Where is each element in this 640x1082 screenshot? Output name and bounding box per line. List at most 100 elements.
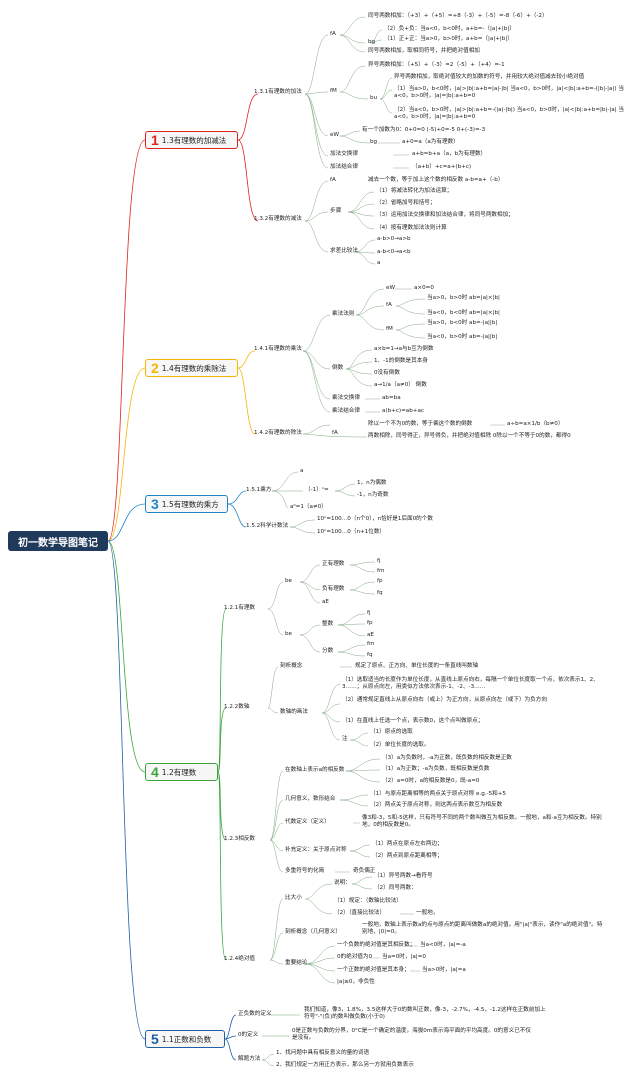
node-text[interactable]: 异号两数相加：（+5）+（-3）=2（-5）+（+4）=-1 [368,62,505,68]
node-1-5-2[interactable]: 1.5.2科学计数法 [246,523,289,529]
node-text[interactable]: 10ⁿ=100…0（n个0），n恰好是1后面0的个数 [317,516,433,522]
node-text[interactable]: fq [367,652,373,658]
node-text[interactable]: fq [377,590,383,596]
node-text[interactable]: a→1/a（a≠0） 倒数 [374,382,427,388]
node-text[interactable]: a×b=1→a与b互为倒数 [374,346,434,352]
node-fm[interactable]: fM [386,326,393,332]
node-text[interactable]: 当a>0时，|a|=a [422,967,466,973]
node-be[interactable]: be [285,578,292,584]
node-text[interactable]: （1）与原点距离相等的两点关于原点对称 e.g.-5和+5 [370,791,506,797]
node-text[interactable]: a×0=0 [414,285,434,291]
node-text[interactable]: a÷b=a×1/b（b≠0） [507,421,564,427]
node-text[interactable]: 负有理数 [322,586,345,592]
node-text[interactable]: ab=ba [382,395,401,401]
node-text[interactable]: （2）两点到原点距离相等； [372,853,443,859]
node-text[interactable]: 正有理数 [322,561,345,567]
node-text[interactable]: （1）两点在原点左右两边； [372,841,443,847]
node-text[interactable]: 在数轴上表示a的相反数 [285,767,345,773]
node-text[interactable]: 刻析概念（几何意义） [285,929,341,935]
node-text[interactable]: （3）运用加法交换律和加法结合律，将同号两数相加； [376,212,514,218]
node-text[interactable]: 有一个加数为0：0+0=0 (-5)+0=-5 0+(-3)=-3 [362,127,486,133]
node-text[interactable]: （1）a为正数；-a为负数，既相反数是负数 [382,766,490,772]
node-text[interactable]: （1）在直线上任选一个点，表示数0，这个点叫做原点； [342,718,484,724]
node-text[interactable]: 补充定义：关于原点对称 [285,847,347,853]
node-text[interactable]: a⁰=1（a≠0） [290,504,327,510]
node-text[interactable]: 减去一个数，等于加上这个数的相反数 a-b=a+（-b） [368,177,504,183]
node-text[interactable]: 异号两数相加，取绝对值较大的加数的符号，并用较大绝对值减去较小绝对值 [394,74,585,80]
node-text[interactable]: 同号两数相加，取相同符号，并把绝对值相加 [368,48,480,54]
node-1-2-3[interactable]: 1.2.3相反数 [224,836,256,842]
node-text[interactable]: 代数定义（定义） [285,819,330,825]
node-text[interactable]: a+b=b+a（a，b为有理数） [412,151,487,157]
node-text[interactable]: 1、找问题中具有相反意义的量的词语 [276,1050,370,1056]
node-1-2-1[interactable]: 1.2.1有理数 [224,605,256,611]
node-1-4-1[interactable]: 1.4.1有理数的乘法 [254,346,302,352]
node-text[interactable]: fp [367,620,373,626]
node-text[interactable]: 乘法法则 [332,311,355,317]
root-topic[interactable]: 初一数学导图笔记 [8,531,108,551]
node-text[interactable]: 一般地，数轴上表示数a的点与原点的距离叫做数a的绝对值。用"|a|"表示，读作"… [362,922,603,935]
node-text[interactable]: 重要结论 [285,960,308,966]
node-text[interactable]: 当a>0，b>0时 ab=|a|×|b| [427,295,500,301]
node-text[interactable]: 说明： [334,880,351,886]
node-text[interactable]: （2）单位长度的选取。 [370,742,430,748]
node-text[interactable]: 数轴的画法 [280,709,308,715]
node-text[interactable]: （1）当a>0，b<0时，|a|>|b|:a+b=|a|-|b| 当a<0，b>… [394,86,624,99]
node-text[interactable]: 分数 [322,648,334,654]
node-1-2-4[interactable]: 1.2.4绝对值 [224,956,256,962]
node-bg[interactable]: bg [368,39,376,45]
node-text[interactable]: -1，n为奇数 [357,492,389,498]
node-text[interactable]: 注 [342,736,348,742]
node-text[interactable]: （1）选取适当的长度作为单位长度，从直线上原点向右，每隔一个单位长度取一个点，依… [342,677,599,690]
node-ew[interactable]: eW [386,285,395,291]
node-text[interactable]: （1）异号两数→看符号 [374,873,433,879]
node-text[interactable]: 一个正数的绝对值是其本身； [337,967,410,973]
node-text[interactable]: 乘法交换律 [332,395,360,401]
node-text[interactable]: （2）同号两数： [374,885,417,891]
node-text[interactable]: （1）正+正：当a>0，b>0时，a+b=（|a|+|b|） [384,36,513,42]
node-text[interactable]: 奇负偶正 [353,868,376,874]
node-text[interactable]: 2、我们规定一方用正方表示，那么另一方就用负数表示 [276,1062,414,1068]
node-text[interactable]: 加法交换律 [330,151,358,157]
node-text[interactable]: 正负数的定义 [238,1011,272,1017]
node-be[interactable]: be [285,631,292,637]
node-text[interactable]: a [300,468,304,474]
node-text[interactable]: 一个负数的绝对值是其相反数； [337,942,416,948]
node-fa[interactable]: fA [332,430,338,436]
node-1-4-2[interactable]: 1.4.2有理数的除法 [254,430,302,436]
node-text[interactable]: 几何意义，数形结合 [285,796,336,802]
node-text[interactable]: （2）两点关于原点对称，则这两点表示数互为相反数 [370,802,503,808]
node-text[interactable]: 0的定义 [238,1032,259,1038]
node-text[interactable]: 我们知道，像3，1.8%，3.5这样大于0的数叫正数，像-3，-2.7%，-4.… [304,1007,546,1020]
node-text[interactable]: 0没有倒数 [374,370,400,376]
node-text[interactable]: （a+b）+c=a+(b+c) [412,164,472,170]
node-text[interactable]: 1、-1的倒数是其本身 [374,358,428,364]
node-text[interactable]: 同号两数相加：（+3）+（+5）=+8（-3）+（-5）=-8（-6）+（-2） [368,13,548,19]
node-1-3-1[interactable]: 1.3.1有理数的加法 [254,89,302,95]
node-text[interactable]: fj [377,558,381,564]
node-text[interactable]: 当a=0时，|a|=0 [382,954,426,960]
node-text[interactable]: （2）通常规定直线上从原点向右（或上）为正方向，从原点向左（或下）为负方向 [342,697,547,703]
node-1-5-1[interactable]: 1.5.1乘方 [246,487,272,493]
node-text[interactable]: fp [377,578,383,584]
node-text[interactable]: 乘法结合律 [332,408,360,414]
node-bu[interactable]: bu [370,95,378,101]
node-1-3-2[interactable]: 1.3.2有理数的减法 [254,216,302,222]
node-fa[interactable]: fA [330,31,336,37]
node-text[interactable]: fm [377,568,385,574]
node-ew[interactable]: eW [330,132,339,138]
node-text[interactable]: 解题方法 [238,1056,261,1062]
node-text[interactable]: （1）规定：（数轴比较法） [334,898,402,904]
node-text[interactable]: 步骤 [330,208,342,214]
node-text[interactable]: 整数 [322,621,334,627]
node-text[interactable]: aE [322,599,329,605]
node-text[interactable]: 当a<0时，|a|=-a [420,942,466,948]
node-text[interactable]: 1，n为偶数 [357,480,387,486]
node-fa[interactable]: fA [330,177,336,183]
node-1-2-2[interactable]: 1.2.2数轴 [224,704,250,710]
node-bg[interactable]: bg [370,139,378,145]
node-text[interactable]: 0是正数与负数的分界，0°C是一个确定的温度，海拔0m表示海平面的平均高度。0的… [292,1028,531,1041]
node-text[interactable]: 加法结合律 [330,164,358,170]
